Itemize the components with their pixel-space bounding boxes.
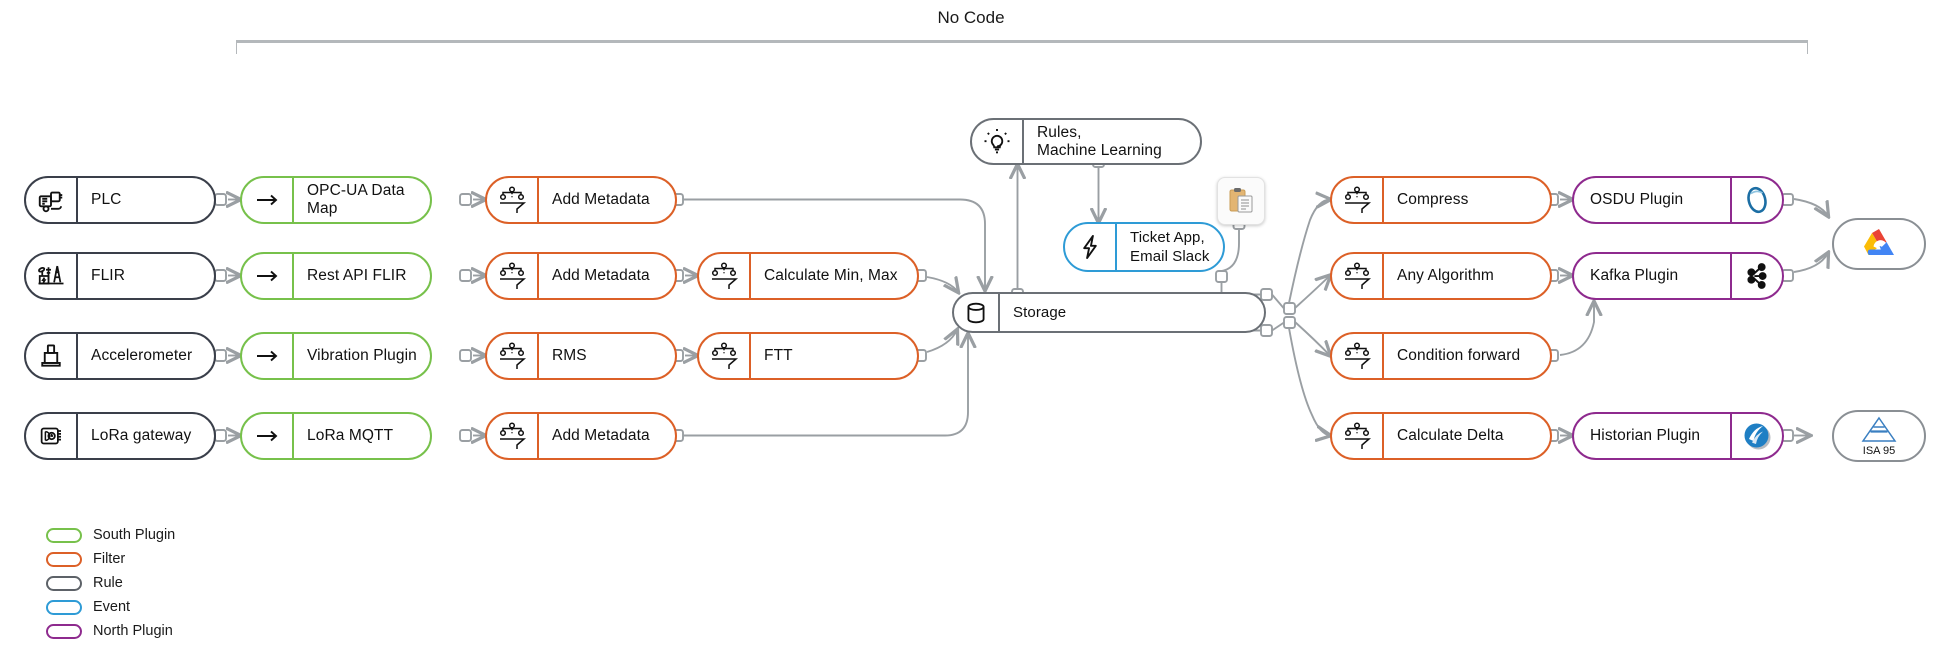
filter-node-add-metadata-1[interactable]: Add Metadata (485, 176, 677, 224)
event-label: Ticket App, Email Slack (1130, 229, 1210, 265)
filter-funnel-icon (1332, 178, 1384, 222)
rule-node-rules-ml[interactable]: Rules, Machine Learning (970, 118, 1202, 165)
device-label: Accelerometer (91, 347, 193, 364)
device-node-plc[interactable]: PLC (24, 176, 216, 224)
arrow-right-icon (242, 178, 294, 222)
north-plugin-node-osdu[interactable]: OSDU Plugin (1572, 176, 1784, 224)
south-plugin-label: OPC-UA Data Map (307, 182, 405, 217)
device-node-lora-gateway[interactable]: LoRa gateway (24, 412, 216, 460)
north-plugin-node-historian[interactable]: Historian Plugin (1572, 412, 1784, 460)
filter-node-add-metadata-2[interactable]: Add Metadata (485, 252, 677, 300)
south-plugin-label: Vibration Plugin (307, 347, 417, 364)
filter-label: Compress (1397, 191, 1469, 208)
osdu-logo-icon (1730, 178, 1782, 222)
filter-funnel-icon (699, 334, 751, 378)
filter-node-calculate-min-max[interactable]: Calculate Min, Max (697, 252, 919, 300)
filter-funnel-icon (1332, 334, 1384, 378)
storage-label: Storage (1013, 303, 1067, 321)
filter-label: Condition forward (1397, 347, 1521, 364)
south-plugin-label: Rest API FLIR (307, 267, 407, 284)
legend-label: Event (93, 599, 131, 615)
plc-icon (26, 178, 78, 222)
device-label: FLIR (91, 267, 125, 284)
arrow-right-icon (242, 254, 294, 298)
legend: South Plugin Filter Rule Event North Plu… (46, 525, 175, 641)
database-cylinder-icon (954, 294, 1000, 331)
legend-item-event: Event (46, 597, 175, 617)
device-label: LoRa gateway (91, 427, 192, 444)
clipboard-icon (1217, 177, 1265, 225)
filter-label: Add Metadata (552, 267, 650, 284)
filter-node-rms[interactable]: RMS (485, 332, 677, 380)
device-node-accelerometer[interactable]: Accelerometer (24, 332, 216, 380)
google-cloud-logo-icon (1834, 220, 1924, 268)
filter-node-add-metadata-3[interactable]: Add Metadata (485, 412, 677, 460)
south-plugin-label: LoRa MQTT (307, 427, 394, 444)
device-node-flir[interactable]: FLIR (24, 252, 216, 300)
filter-node-any-algorithm[interactable]: Any Algorithm (1330, 252, 1552, 300)
filter-label: RMS (552, 347, 587, 364)
filter-label: Add Metadata (552, 427, 650, 444)
filter-node-ftt[interactable]: FTT (697, 332, 919, 380)
osisoft-pi-logo-icon (1730, 414, 1782, 458)
legend-label: Filter (93, 551, 126, 567)
legend-swatch (46, 623, 82, 639)
legend-item-south-plugin: South Plugin (46, 525, 175, 545)
arrow-right-icon (242, 334, 294, 378)
south-plugin-node-vibration[interactable]: Vibration Plugin (240, 332, 432, 380)
rule-node-storage[interactable]: Storage (952, 292, 1266, 333)
legend-label: North Plugin (93, 623, 173, 639)
no-code-bracket (236, 40, 1808, 54)
filter-funnel-icon (487, 334, 539, 378)
filter-label: Any Algorithm (1397, 267, 1494, 284)
filter-funnel-icon (1332, 254, 1384, 298)
filter-funnel-icon (487, 414, 539, 458)
legend-swatch (46, 527, 82, 543)
isa95-label: ISA 95 (1862, 445, 1896, 457)
south-plugin-node-lora-mqtt[interactable]: LoRa MQTT (240, 412, 432, 460)
filter-funnel-icon (487, 178, 539, 222)
accelerometer-icon (26, 334, 78, 378)
filter-label: FTT (764, 347, 793, 364)
power-plant-icon (26, 254, 78, 298)
legend-label: South Plugin (93, 527, 176, 543)
legend-item-north-plugin: North Plugin (46, 621, 175, 641)
legend-item-filter: Filter (46, 549, 175, 569)
filter-funnel-icon (1332, 414, 1384, 458)
north-plugin-label: Kafka Plugin (1590, 267, 1679, 284)
south-plugin-node-rest-api-flir[interactable]: Rest API FLIR (240, 252, 432, 300)
endpoint-node-isa95[interactable]: ISA 95 (1832, 410, 1926, 462)
legend-swatch (46, 575, 82, 591)
north-plugin-node-kafka[interactable]: Kafka Plugin (1572, 252, 1784, 300)
filter-node-compress[interactable]: Compress (1330, 176, 1552, 224)
legend-label: Rule (93, 575, 123, 591)
event-node-ticket-app[interactable]: Ticket App, Email Slack (1063, 222, 1225, 272)
lightning-bolt-icon (1065, 224, 1117, 270)
lora-gateway-icon (26, 414, 78, 458)
filter-node-calculate-delta[interactable]: Calculate Delta (1330, 412, 1552, 460)
filter-label: Calculate Delta (1397, 427, 1504, 444)
kafka-logo-icon (1730, 254, 1782, 298)
legend-item-rule: Rule (46, 573, 175, 593)
south-plugin-node-opcua[interactable]: OPC-UA Data Map (240, 176, 432, 224)
isa95-pyramid-icon: ISA 95 (1834, 412, 1924, 460)
legend-swatch (46, 551, 82, 567)
north-plugin-label: Historian Plugin (1590, 427, 1701, 444)
filter-label: Calculate Min, Max (764, 267, 898, 284)
filter-funnel-icon (699, 254, 751, 298)
legend-swatch (46, 599, 82, 615)
filter-node-condition-forward[interactable]: Condition forward (1330, 332, 1552, 380)
arrow-right-icon (242, 414, 294, 458)
north-plugin-label: OSDU Plugin (1590, 191, 1684, 208)
page-title: No Code (937, 8, 1005, 27)
filter-label: Add Metadata (552, 191, 650, 208)
device-label: PLC (91, 191, 122, 208)
rule-label: Rules, Machine Learning (1037, 123, 1162, 159)
lightbulb-icon (972, 120, 1024, 163)
endpoint-node-google-cloud[interactable] (1832, 218, 1926, 270)
filter-funnel-icon (487, 254, 539, 298)
